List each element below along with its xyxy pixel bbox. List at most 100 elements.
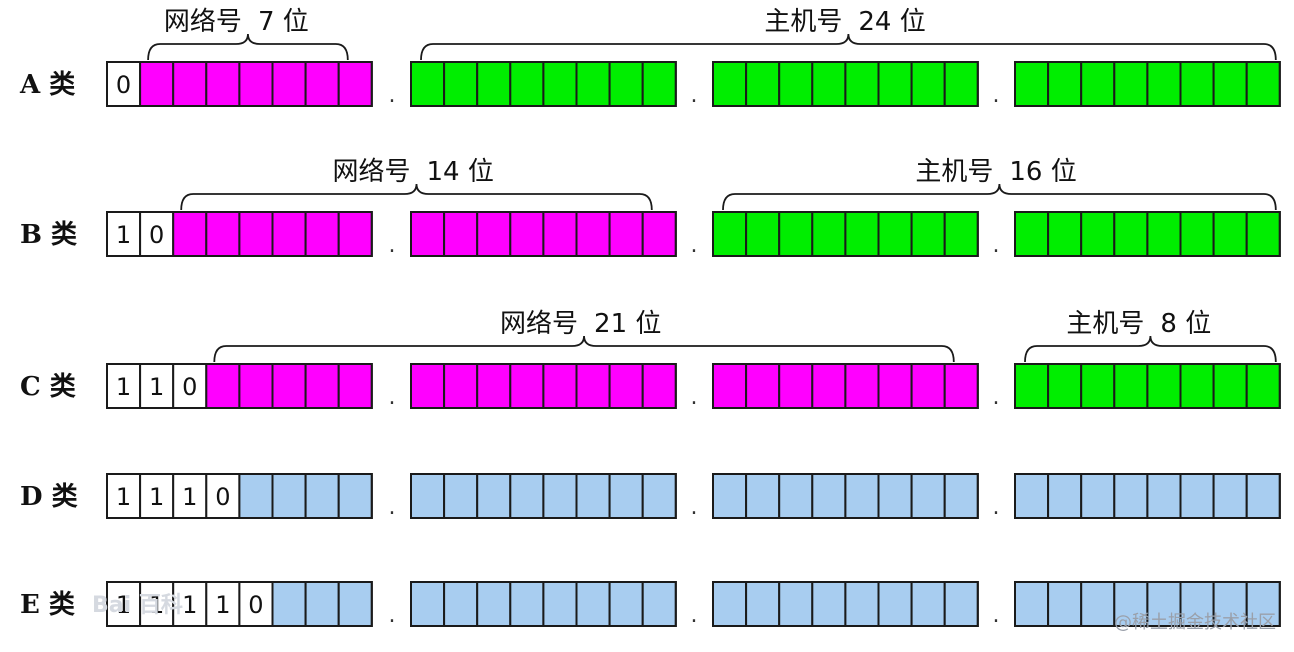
octet-3 [1014,211,1281,257]
bit-cell [509,581,545,627]
octet-separator: . [389,83,396,108]
bit-cell [910,211,946,257]
bit-cell [1146,473,1182,519]
bit-cell [910,61,946,107]
bit-cell [943,61,979,107]
class-label: E 类 [20,590,75,620]
octet-1 [410,473,677,519]
prefix-bit-cell [172,581,208,627]
octet-separator: . [691,83,698,108]
bit-cell [509,211,545,257]
baidu-watermark: Bai 百科 [92,593,183,618]
octet-2 [712,581,979,627]
bit-cell [271,473,307,519]
brace-name-label: 主机号 [1066,309,1144,339]
bit-cell [1245,61,1281,107]
bit-cell [238,473,274,519]
brace-name-label: 主机号 [915,157,993,187]
bit-cell [476,581,512,627]
bit-cell [443,581,479,627]
bit-cell [1080,473,1116,519]
bit-cell [205,211,241,257]
bit-cell [575,211,611,257]
bit-cell [1146,211,1182,257]
bit-cell [910,363,946,409]
bit-cell [1146,61,1182,107]
bit-cell [337,211,373,257]
bit-cell [1047,61,1083,107]
bit-cell [271,211,307,257]
octet-3 [1014,473,1281,519]
bit-cell [778,363,814,409]
bit-cell [811,473,847,519]
bit-cell [844,581,880,627]
bit-cell [443,61,479,107]
bit-cell [542,363,578,409]
bit-cell [172,61,208,107]
prefix-bit-value: 0 [116,71,131,99]
prefix-bit-value: 1 [116,373,131,401]
octet-0 [106,61,373,107]
octet-3 [1014,61,1281,107]
class-label: B 类 [20,220,77,250]
bit-cell [1245,211,1281,257]
bit-cell [304,473,340,519]
prefix-bit-value: 1 [149,483,164,511]
bit-cell [608,473,644,519]
bit-cell [304,61,340,107]
bit-cell [641,473,677,519]
bit-cell [139,61,175,107]
octet-2 [712,473,979,519]
bit-cell [745,363,781,409]
brace-bits-label: 16 位 [1009,157,1076,187]
bit-cell [811,211,847,257]
octet-separator: . [389,495,396,520]
octet-0 [106,581,373,627]
octet-separator: . [993,603,1000,628]
octet-0 [106,211,373,257]
bit-cell [1146,363,1182,409]
bit-cell [877,473,913,519]
brace-name-label: 网络号 [500,309,578,339]
octet-2 [712,363,979,409]
bit-cell [712,363,748,409]
class-label: A 类 [19,70,75,100]
bit-cell [1014,581,1050,627]
class-label: C 类 [20,372,76,402]
octet-1 [410,581,677,627]
octet-separator: . [389,233,396,258]
brace-host [722,183,1277,211]
prefix-bit-value: 1 [116,221,131,249]
bit-cell [877,581,913,627]
bit-cell [1047,473,1083,519]
bit-cell [1014,363,1050,409]
bit-cell [877,363,913,409]
brace-host [420,33,1277,61]
bit-cell [1179,211,1215,257]
octet-separator: . [691,495,698,520]
bit-cell [410,211,446,257]
bit-cell [542,473,578,519]
bit-cell [575,61,611,107]
brace-bits-label: 7 位 [258,7,309,37]
prefix-bit-value: 0 [182,373,197,401]
bit-cell [1080,581,1116,627]
bit-cell [410,473,446,519]
bit-cell [1179,363,1215,409]
bit-cell [1080,61,1116,107]
octet-separator: . [993,83,1000,108]
bit-cell [641,363,677,409]
bit-cell [238,211,274,257]
bit-cell [509,363,545,409]
bit-cell [844,211,880,257]
octet-0 [106,363,373,409]
bit-cell [337,61,373,107]
bit-cell [575,363,611,409]
brace-network [147,33,349,61]
octet-1 [410,61,677,107]
octet-1 [410,211,677,257]
bit-cell [476,211,512,257]
